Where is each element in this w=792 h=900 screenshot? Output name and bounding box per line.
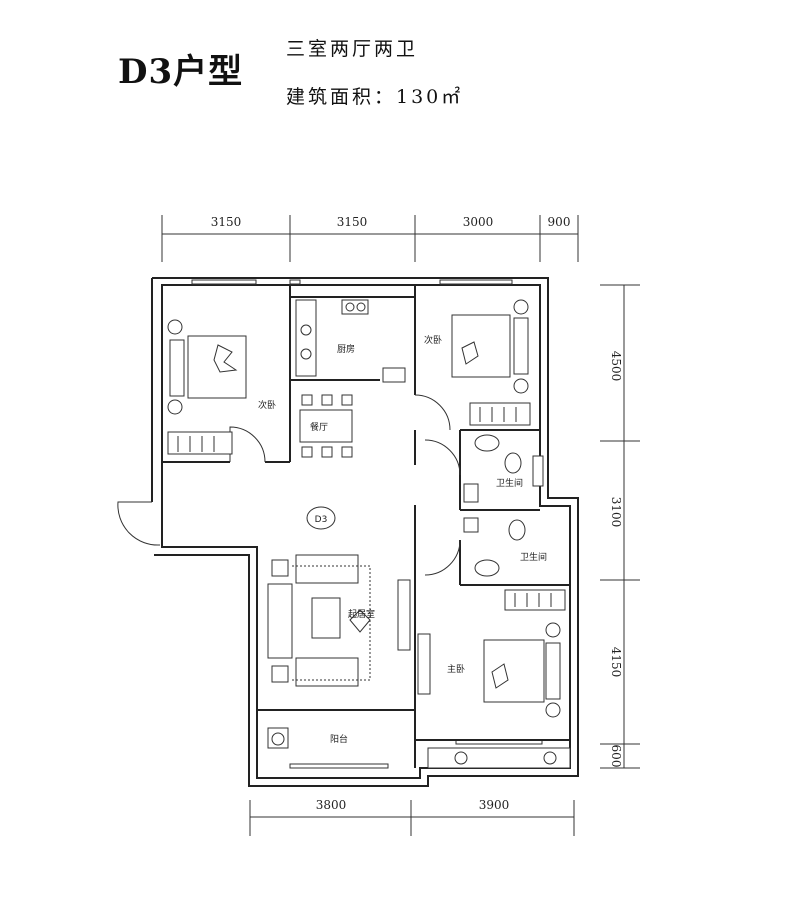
label-bath-lower: 卫生间 — [520, 551, 547, 563]
unit-tag: D3 — [306, 506, 336, 530]
label-living: 起居室 — [348, 608, 375, 620]
dim-bottom-1: 3800 — [316, 798, 347, 812]
dim-top-2: 3150 — [337, 215, 368, 229]
label-bath-upper: 卫生间 — [496, 477, 523, 489]
right-bedroom-furniture — [451, 299, 531, 426]
balcony-furniture — [267, 727, 289, 749]
label-balcony: 阳台 — [330, 733, 348, 745]
left-bedroom-furniture — [167, 319, 247, 455]
bathroom-fixtures — [463, 434, 526, 577]
dim-bottom-2: 3900 — [479, 798, 510, 812]
bottom-dimensions: 3800 3900 — [249, 798, 575, 836]
dim-top-3: 3000 — [463, 215, 494, 229]
dim-top-4: 900 — [548, 215, 571, 229]
right-dimensions: 4500 3100 4150 600 — [600, 284, 640, 769]
dim-top-1: 3150 — [211, 215, 242, 229]
top-dimensions: 3150 3150 3000 900 — [161, 215, 579, 262]
outer-walls — [117, 277, 579, 787]
label-master: 主卧 — [447, 663, 465, 675]
layout-description: 三室两厅两卫 — [286, 38, 419, 60]
dim-right-1: 4500 — [609, 351, 623, 382]
plan-title: D3户型 — [118, 52, 244, 92]
master-bedroom-furniture — [454, 589, 566, 765]
label-dining: 餐厅 — [310, 421, 328, 433]
unit-tag-text: D3 — [315, 515, 328, 525]
dim-right-4: 600 — [609, 745, 623, 768]
dim-right-3: 4150 — [609, 647, 623, 678]
dining-furniture — [299, 394, 353, 458]
label-bedroom-left: 次卧 — [258, 399, 276, 411]
label-bedroom-right: 次卧 — [424, 334, 442, 346]
living-furniture — [267, 554, 371, 687]
building-area: 建筑面积：130㎡ — [286, 86, 464, 108]
interior-walls — [162, 285, 571, 769]
label-kitchen: 厨房 — [337, 343, 355, 355]
dim-right-2: 3100 — [609, 497, 623, 528]
kitchen-furniture — [295, 299, 369, 377]
